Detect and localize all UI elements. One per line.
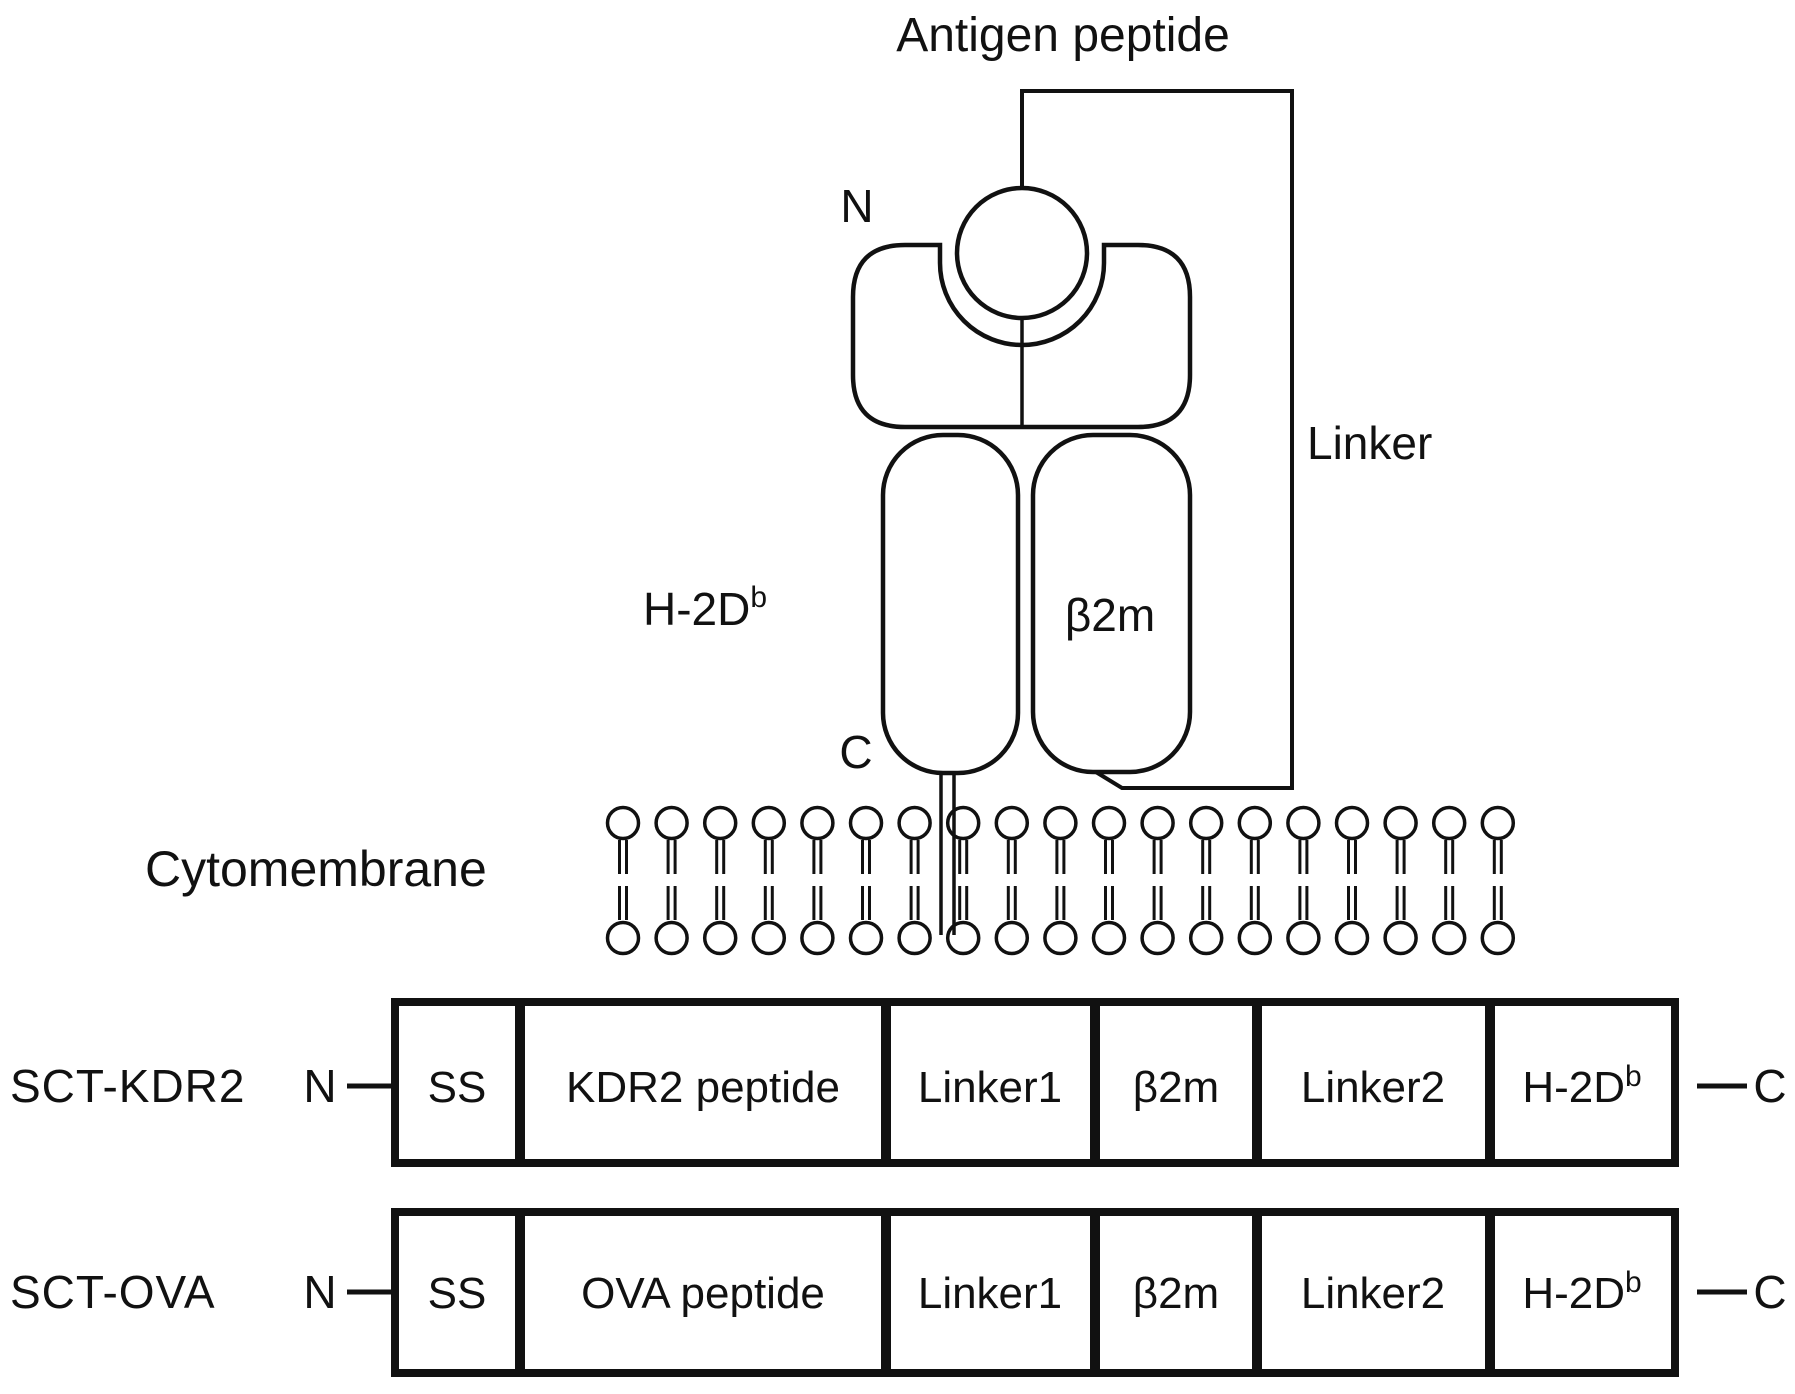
c-terminus-label: C: [1753, 1060, 1786, 1112]
segment-cell-h2d-base: H-2D: [1522, 1063, 1625, 1112]
alpha-domains-platform: [850, 242, 1193, 430]
n-terminus-label: N: [303, 1266, 336, 1318]
c-terminus-label: C: [839, 726, 872, 778]
segment-cell-ss: SS: [428, 1063, 487, 1112]
segment-cell-ss: SS: [428, 1269, 487, 1318]
b2m-domain-label: β2m: [1065, 589, 1155, 641]
segment-cell-h2d-sup: b: [1625, 1266, 1642, 1299]
segment-cell-linker1: Linker1: [918, 1269, 1062, 1318]
segment-cell-h2d: H-2Db: [1522, 1060, 1641, 1112]
construct-name: SCT-KDR2: [10, 1060, 245, 1112]
construct-name: SCT-OVA: [10, 1266, 216, 1318]
linker-line: [1020, 89, 1294, 790]
b2m-domain-shape: [1030, 432, 1193, 775]
construct-outline: [391, 1208, 1679, 1377]
h2d-domain-label: H-2Db: [643, 581, 767, 635]
segment-cell-linker1: Linker1: [918, 1063, 1062, 1112]
segment-cell-b2m: β2m: [1133, 1269, 1219, 1318]
segment-cell-h2d-base: H-2D: [1522, 1269, 1625, 1318]
c-terminus-label: C: [1753, 1266, 1786, 1318]
membrane-lipids: [605, 805, 1516, 956]
construct-bar-sct-ova: SCT-OVA N SS OVA peptide Linker1 β2m Lin…: [10, 1208, 1787, 1377]
construct-outline: [391, 998, 1679, 1167]
h2d-domain-label-base: H-2D: [643, 583, 750, 635]
segment-cell-peptide: KDR2 peptide: [566, 1063, 840, 1112]
construct-bar-sct-kdr2: SCT-KDR2 N SS KDR2 peptide Linker1 β2m L…: [10, 998, 1787, 1167]
antigen-peptide-label: Antigen peptide: [896, 9, 1230, 62]
segment-cell-linker2: Linker2: [1301, 1269, 1445, 1318]
n-terminus-label: N: [840, 180, 873, 232]
cytomembrane-label: Cytomembrane: [145, 841, 487, 897]
mhc-structure: Antigen peptide N Linker H-2Db β2m C: [643, 9, 1432, 790]
h2d-domain-shape: [880, 432, 1021, 776]
segment-cell-peptide: OVA peptide: [581, 1269, 825, 1318]
segment-cell-b2m: β2m: [1133, 1063, 1219, 1112]
linker-label: Linker: [1307, 417, 1432, 469]
peptide-circle: [954, 185, 1090, 321]
segment-cell-h2d: H-2Db: [1522, 1266, 1641, 1318]
segment-cell-linker2: Linker2: [1301, 1063, 1445, 1112]
h2d-domain-label-sup: b: [750, 581, 767, 614]
n-terminus-label: N: [303, 1060, 336, 1112]
transmembrane-stem: [939, 773, 956, 935]
segment-cell-h2d-sup: b: [1625, 1060, 1642, 1093]
